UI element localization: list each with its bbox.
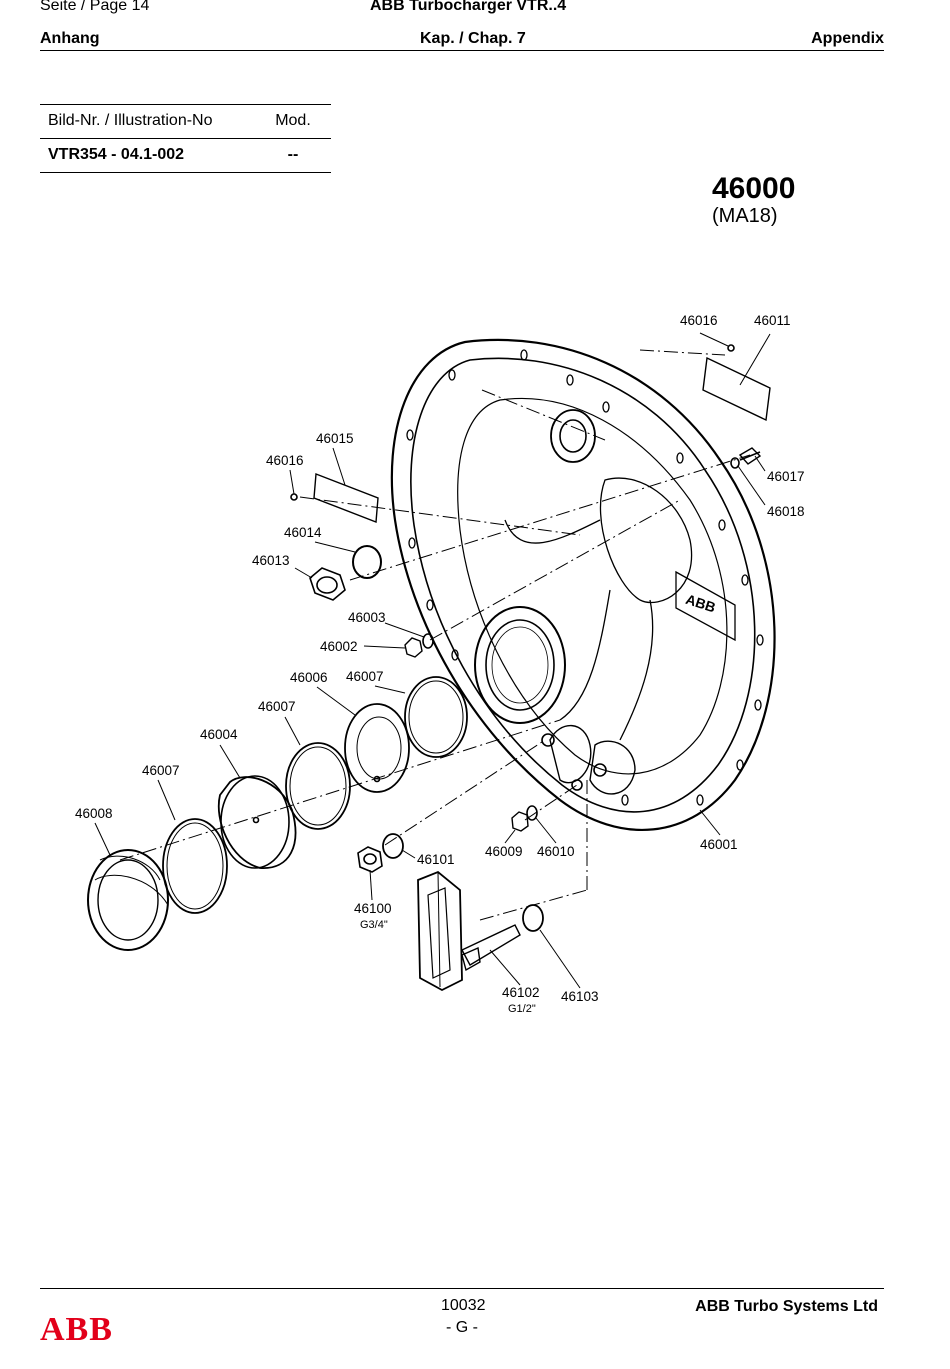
plug-46013	[309, 567, 346, 601]
sight-glass-46102	[417, 870, 521, 992]
bearing-housing-46001	[390, 338, 776, 831]
assembly-number: 46000	[712, 172, 796, 205]
nut-46002	[404, 637, 423, 658]
washer-46018	[730, 457, 740, 469]
screw-46017	[738, 447, 762, 465]
part-label-46103: 46103	[561, 989, 599, 1004]
plate-46011	[702, 356, 771, 422]
plug-46100	[357, 846, 383, 873]
part-label-46015: 46015	[316, 431, 354, 446]
part-label-46006: 46006	[290, 670, 328, 685]
part-label-46017: 46017	[767, 469, 805, 484]
part-label-46016-top: 46016	[680, 313, 718, 328]
part-label-46001: 46001	[700, 837, 738, 852]
part-label-46008: 46008	[75, 806, 113, 821]
part-label-46007-a: 46007	[346, 669, 384, 684]
part-label-46102: 46102	[502, 985, 540, 1000]
table-row: VTR354 - 04.1-002 --	[40, 138, 331, 173]
document-number: 10032	[441, 1297, 486, 1314]
part-label-46013: 46013	[252, 553, 290, 568]
section-right: Appendix	[811, 30, 884, 47]
part-label-46016-left: 46016	[266, 453, 304, 468]
ring-46007-c	[162, 818, 228, 914]
abb-logo: ABB	[40, 1311, 113, 1348]
part-label-46101: 46101	[417, 852, 455, 867]
part-label-46007-b: 46007	[258, 699, 296, 714]
part-label-46009: 46009	[485, 844, 523, 859]
part-label-46100: 46100	[354, 901, 392, 916]
part-label-46004: 46004	[200, 727, 238, 742]
part-label-46002: 46002	[320, 639, 358, 654]
cover-46006	[344, 703, 410, 793]
housing-abb-logo: ABB	[684, 591, 718, 616]
part-label-46010: 46010	[537, 844, 575, 859]
seal-ring-46101	[382, 833, 404, 859]
assembly-code: (MA18)	[712, 205, 778, 227]
table-header-row: Bild-Nr. / Illustration-No Mod.	[40, 104, 331, 139]
ring-46103	[522, 904, 544, 932]
company-name: ABB Turbo Systems Ltd	[695, 1298, 878, 1315]
illustration-no-value: VTR354 - 04.1-002	[40, 138, 255, 173]
plug-46009	[511, 811, 529, 832]
mod-header: Mod.	[255, 104, 331, 139]
part-label-46014: 46014	[284, 525, 322, 540]
rivet-46016-top	[727, 344, 735, 352]
ring-46007-a	[404, 676, 468, 758]
part-label-46018: 46018	[767, 504, 805, 519]
washer-46003	[422, 633, 434, 649]
seal-ring-46014	[352, 545, 382, 579]
header-rule	[40, 50, 884, 51]
mod-value: --	[255, 138, 331, 173]
seal-46010	[526, 805, 538, 821]
plate-46015	[313, 473, 379, 523]
section-left: Anhang	[40, 30, 100, 47]
ring-46007-b	[285, 742, 351, 830]
nut-46008	[87, 849, 169, 951]
chapter-label: Kap. / Chap. 7	[420, 30, 526, 47]
part-label-46011: 46011	[754, 313, 791, 328]
footer-rule	[40, 1288, 884, 1289]
thread-label-46102: G1/2"	[508, 1003, 536, 1015]
revision-label: - G -	[446, 1319, 478, 1336]
rivet-46016-left	[290, 493, 298, 501]
part-label-46003: 46003	[348, 610, 386, 625]
cover-46004	[217, 775, 297, 869]
thread-label-46100: G3/4"	[360, 919, 388, 931]
illustration-info-table: Bild-Nr. / Illustration-No Mod. VTR354 -…	[40, 104, 331, 173]
illustration-no-header: Bild-Nr. / Illustration-No	[40, 104, 255, 139]
document-title: ABB Turbocharger VTR..4	[370, 0, 567, 14]
page-label: Seite / Page 14	[40, 0, 150, 14]
part-label-46007-c: 46007	[142, 763, 180, 778]
